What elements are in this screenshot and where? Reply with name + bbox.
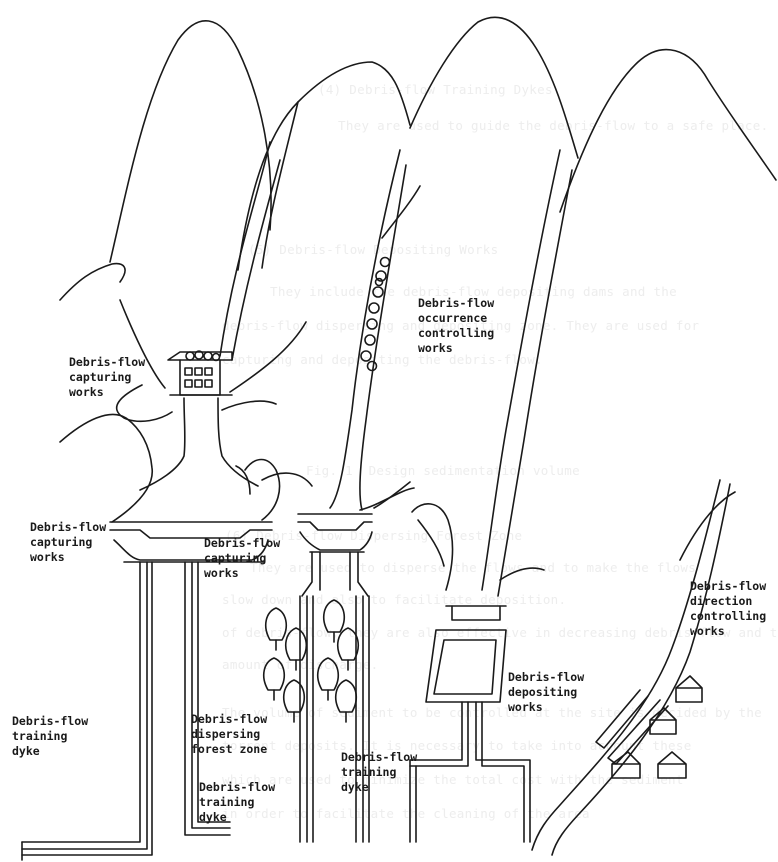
- boulder: [186, 352, 194, 360]
- right-gully-line-1: [482, 150, 560, 590]
- tree: [284, 680, 305, 712]
- grid-cell: [185, 380, 192, 387]
- direction-dyke-1: [596, 690, 648, 748]
- right-basin-left: [412, 504, 452, 590]
- right-dyke-1a: [410, 702, 462, 760]
- label-training-dyke-right: Debris-flow training dyke: [341, 750, 417, 795]
- dispersing-forest-zone: [264, 600, 359, 722]
- label-depositing-works: Debris-flow depositing works: [508, 670, 584, 715]
- tree: [318, 658, 339, 690]
- ridge-1-left: [60, 264, 125, 300]
- dyke-left-1a: [22, 562, 140, 842]
- boulder: [361, 351, 371, 361]
- mountain-peak-3: [410, 17, 578, 158]
- label-capturing-works-upper: Debris-flow capturing works: [69, 355, 145, 400]
- label-training-dyke-mid: Debris-flow training dyke: [199, 780, 275, 825]
- tree: [266, 608, 287, 640]
- mid-gully-line-left: [330, 150, 400, 508]
- right-dyke-2b: [482, 702, 524, 842]
- right-basin-right: [500, 568, 544, 580]
- mid-basin-left: [262, 473, 312, 486]
- depositing-dam-body: [452, 606, 500, 620]
- boulder: [367, 319, 377, 329]
- mountain-peak-1: [110, 21, 271, 262]
- tree: [324, 600, 345, 632]
- boulder: [369, 303, 379, 313]
- stream-bank-left: [532, 480, 720, 850]
- mountain-peak-4: [560, 50, 776, 212]
- label-capturing-works-mid: Debris-flow capturing works: [204, 536, 280, 581]
- upper-gully-line-1: [220, 142, 270, 356]
- grid-cell: [205, 368, 212, 375]
- label-direction-controlling-works: Debris-flow direction controlling works: [690, 579, 766, 639]
- right-gully-line-2: [498, 170, 572, 596]
- house: [612, 752, 640, 778]
- upper-valley-outer-right: [222, 401, 276, 410]
- tree: [286, 628, 307, 660]
- label-dispersing-forest-zone: Debris-flow dispersing forest zone: [191, 712, 267, 757]
- right-valley: [410, 150, 572, 842]
- label-training-dyke-left: Debris-flow training dyke: [12, 714, 88, 759]
- grid-cell: [195, 380, 202, 387]
- grid-cell: [185, 368, 192, 375]
- mid-channel-left: [302, 552, 312, 596]
- label-capturing-works-left: Debris-flow capturing works: [30, 520, 106, 565]
- boulder: [376, 279, 383, 286]
- boulder: [373, 287, 383, 297]
- upper-channel-right: [218, 398, 258, 486]
- grid-cell: [195, 368, 202, 375]
- depositing-basin-inner: [434, 640, 496, 694]
- boulder: [365, 335, 375, 345]
- houses: [612, 676, 702, 778]
- right-dyke-1b: [410, 702, 468, 766]
- tree: [336, 680, 357, 712]
- house: [658, 752, 686, 778]
- label-occurrence-controlling-works: Debris-flow occurrence controlling works: [418, 296, 494, 356]
- mid-channel-right: [358, 552, 368, 596]
- dyke-left-1b: [22, 562, 147, 849]
- capture-dam-upper-body: [180, 360, 220, 395]
- direction-controlling-area: [532, 480, 735, 855]
- capture-dam-mid-face: [300, 532, 372, 550]
- house: [676, 676, 702, 702]
- boulder: [368, 362, 377, 371]
- lower-left-slope-outer: [60, 414, 152, 522]
- tree: [338, 628, 359, 660]
- grid-cell: [205, 380, 212, 387]
- boulder: [381, 258, 390, 267]
- upper-valley: [117, 142, 306, 490]
- upper-valley-slope-right: [230, 322, 306, 392]
- tree: [264, 658, 285, 690]
- capture-dam-mid-notch: [298, 522, 372, 530]
- boulder: [204, 352, 212, 360]
- dyke-left-1c: [22, 562, 152, 855]
- right-dyke-2a: [476, 702, 530, 842]
- mountain-ridgelines: [60, 17, 776, 300]
